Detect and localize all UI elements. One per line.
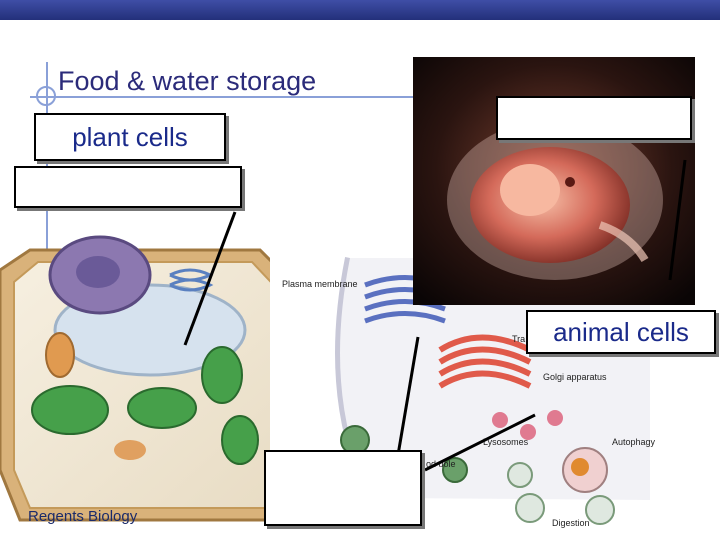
label-plasma-membrane: Plasma membrane: [282, 279, 358, 289]
slide-title: Food & water storage: [58, 66, 317, 96]
plant-cells-label: plant cells: [34, 113, 226, 161]
label-transport: Tra: [512, 334, 525, 344]
plant-cell-illustration: [0, 235, 302, 522]
blank-label-box-vacuole: [264, 450, 422, 526]
embryo-photo: [413, 57, 695, 305]
top-banner: [0, 0, 720, 20]
label-golgi: Golgi apparatus: [543, 372, 607, 382]
pointer-line-embryo: [668, 159, 687, 281]
label-food-vacuole: od uole: [426, 459, 456, 469]
blank-label-box-plant: [14, 166, 242, 208]
decor-horizontal-line: [30, 96, 430, 98]
label-digestion: Digestion: [552, 518, 590, 528]
footer-text: Regents Biology: [28, 508, 138, 525]
pointer-line-plant: [183, 211, 237, 346]
label-autophagy: Autophagy: [612, 437, 656, 447]
pointer-line-vacuole: [424, 413, 536, 472]
label-lysosomes: Lysosomes: [483, 437, 529, 447]
pointer-line-animal: [396, 336, 420, 456]
crosshair-icon: [36, 86, 56, 106]
animal-cells-label: animal cells: [526, 310, 716, 354]
blank-label-box-embryo: [496, 96, 692, 140]
